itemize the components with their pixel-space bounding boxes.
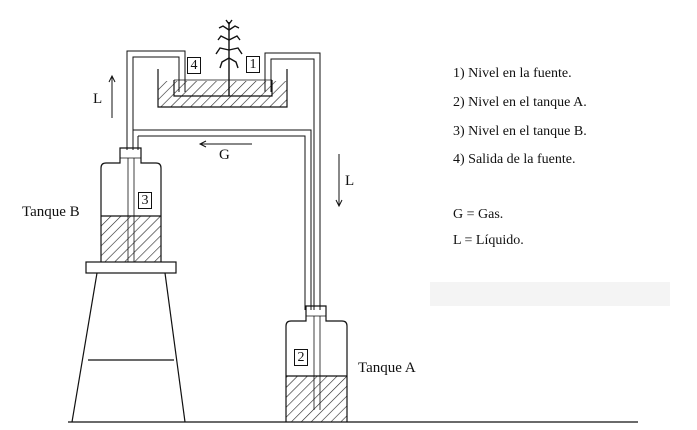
legend-item-4: 4) Salida de la fuente.	[453, 152, 576, 167]
tank-a-label: Tanque A	[358, 360, 416, 376]
arrow-l-up	[108, 74, 116, 118]
fountain-basin	[157, 69, 288, 108]
level-box-3: 3	[138, 192, 152, 209]
flow-label-l-down: L	[345, 173, 355, 189]
level-box-2: 2	[294, 349, 308, 366]
legend-item-2: 2) Nivel en el tanque A.	[453, 95, 587, 110]
legend-key-gas: G = Gas.	[453, 207, 504, 222]
level-box-1: 1	[246, 56, 260, 73]
background-smudge	[430, 282, 670, 306]
flow-label-g: G	[219, 147, 230, 163]
tank-b	[100, 147, 162, 262]
fountain-spray	[215, 19, 243, 96]
pipe-liquid-to-fountain	[126, 50, 186, 150]
level-box-4: 4	[187, 57, 201, 74]
pipe-liquid-to-tank-a	[264, 52, 321, 310]
flow-label-l-up: L	[93, 91, 103, 107]
legend-item-1: 1) Nivel en la fuente.	[453, 66, 572, 81]
tank-b-tower	[71, 261, 186, 423]
legend-key-liquid: L = Líquido.	[453, 233, 524, 248]
legend-item-3: 3) Nivel en el tanque B.	[453, 124, 587, 139]
tank-a	[285, 305, 348, 422]
tank-b-label: Tanque B	[22, 204, 80, 220]
arrow-l-down	[335, 154, 343, 208]
arrow-g-left	[198, 140, 252, 148]
